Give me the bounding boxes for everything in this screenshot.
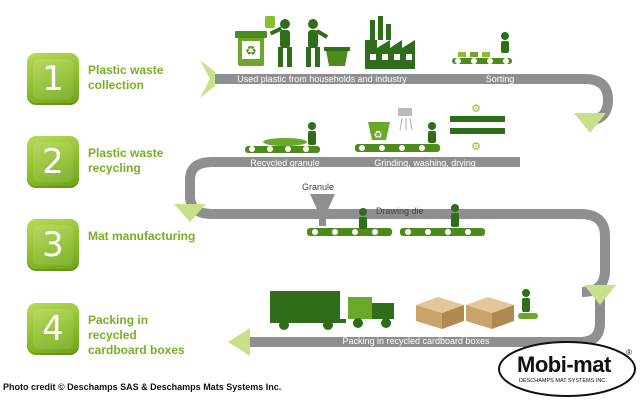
caption-recycled-granule: Recycled granule [250,158,320,168]
recycling-scene: ♻ ⚙ ⚙ [245,103,505,153]
worker-icon [518,289,538,319]
cardboard-box-icon [416,297,514,329]
drawing-die-icon [400,204,485,236]
collection-scene: ♻ [235,16,512,69]
photo-credit: Photo credit © Deschamps SAS & Deschamps… [3,382,282,392]
svg-text:⚙: ⚙ [471,141,481,153]
step-2-badge: 2 [27,136,79,188]
granule-conveyor-icon [245,122,320,153]
flow-arrow-start [200,60,215,98]
step-2-title: Plastic waste recycling [88,146,164,175]
label-granule: Granule [302,182,335,192]
svg-text:♻: ♻ [374,130,383,141]
flow-arrow-end [228,328,250,356]
step-1-badge: 1 [27,53,79,105]
step-3-badge: 3 [27,219,79,271]
caption-grinding: Grinding, washing, drying [374,158,476,168]
step-1-title: Plastic waste collection [88,63,164,92]
hopper-icon [310,194,335,226]
person-carrying-icon [265,16,292,67]
delivery-truck-icon [348,297,394,328]
logo-registered: ® [626,348,632,357]
recycle-bin-icon: ♻ [235,31,267,66]
caption-households: Used plastic from households and industr… [237,74,407,84]
person-icon [306,19,329,67]
manufacturing-scene [307,194,485,236]
caption-sorting: Sorting [485,74,515,84]
sorting-conveyor-icon [452,32,512,64]
step-3-title: Mat manufacturing [88,229,196,243]
extruder-conveyor-icon [307,208,392,236]
flow-arrow-down-2 [174,204,206,222]
svg-text:♻: ♻ [245,44,257,59]
factory-icon [365,16,415,69]
label-drawing-die: Drawing die [376,206,424,216]
logo-subtitle: DESCHAMPS MAT SYSTEMS INC. [519,378,607,384]
svg-text:⚙: ⚙ [471,103,481,115]
caption-extrusion: Extrusion [331,248,369,258]
mobi-mat-logo: Mobi-mat ® DESCHAMPS MAT SYSTEMS INC. [497,340,637,398]
grinding-machine-icon: ♻ [355,108,440,152]
flow-arrow-down-3 [584,285,616,305]
drying-line-icon: ⚙ ⚙ [450,103,505,153]
step-4-title: Packing in recycled cardboard boxes [88,313,185,357]
logo-name: Mobi-mat [517,352,611,377]
step-4-badge: 4 [27,303,79,355]
basket-icon [324,47,350,66]
caption-packing: Packing in recycled cardboard boxes [342,336,490,346]
flow-arrow-down-1 [574,113,606,133]
packing-scene [270,289,538,330]
truck-icon [270,291,346,330]
